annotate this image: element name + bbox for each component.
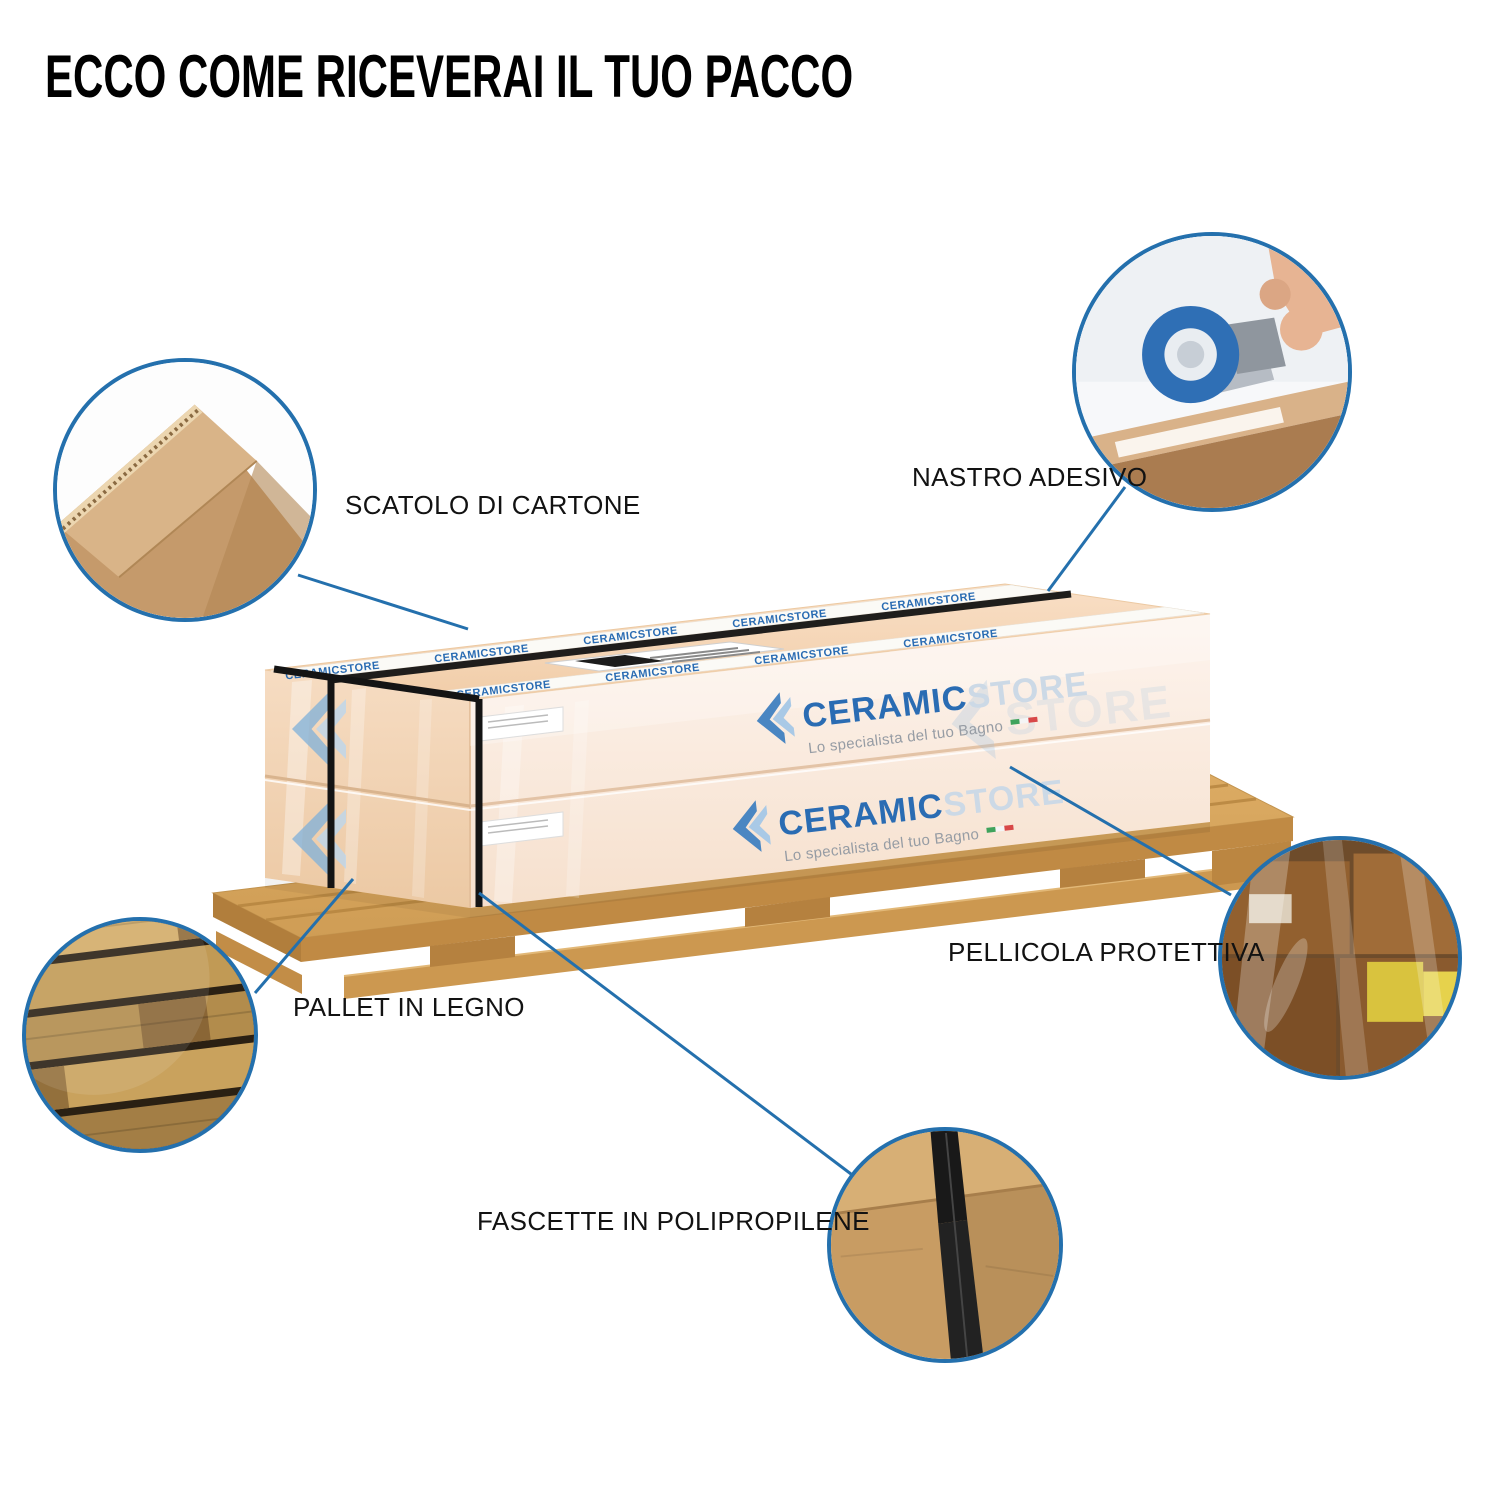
box-front-face	[470, 614, 1210, 908]
box-divider	[264, 718, 1211, 811]
boxes-graphic: CERAMICSTORE CERAMICSTORE CERAMICSTORE C…	[264, 583, 1211, 918]
callout-label-straps: FASCETTE IN POLIPROPILENE	[477, 1206, 870, 1236]
protective-film-photo	[1222, 840, 1458, 1076]
callout-label-film: PELLICOLA PROTETTIVA	[948, 937, 1265, 967]
connector-line-straps	[478, 891, 852, 1176]
callout-circle-cardboard	[53, 358, 317, 622]
box-side-label	[479, 706, 564, 847]
callout-circle-film	[1218, 836, 1462, 1080]
wood-pallet-photo	[26, 921, 254, 1149]
page-title: ECCO COME RICEVERAI IL TUO PACCO	[45, 43, 854, 110]
connector-line-film	[1009, 765, 1232, 897]
callout-circle-tape	[1072, 232, 1352, 512]
shipping-label-graphic	[544, 641, 785, 672]
strap-graphic	[273, 590, 1072, 907]
cardboard-corner-photo	[57, 362, 313, 618]
connector-lines	[253, 486, 1232, 1176]
callout-label-cardboard: SCATOLO DI CARTONE	[345, 490, 641, 520]
callout-circle-straps	[827, 1127, 1063, 1363]
strap-photo	[831, 1131, 1059, 1359]
connector-line-cardboard	[297, 573, 469, 631]
connector-line-pallet	[253, 878, 355, 994]
tape-dispenser-photo	[1076, 236, 1348, 508]
connector-line-tape	[1046, 486, 1127, 592]
callout-circle-pallet	[22, 917, 258, 1153]
callout-label-pallet: PALLET IN LEGNO	[293, 992, 525, 1022]
callout-label-tape: NASTRO ADESIVO	[912, 462, 1148, 492]
